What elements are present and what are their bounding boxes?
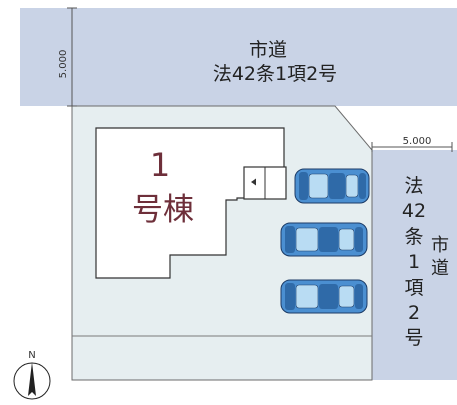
right-road-label-char-1: 道	[431, 258, 449, 279]
top-road-width-label: 5.000	[58, 50, 69, 79]
right-road-char-4: 項	[404, 277, 423, 299]
car-2	[280, 222, 368, 257]
car-1	[294, 168, 370, 204]
right-road-char-3: 1	[408, 251, 420, 273]
right-road-char-2: 条	[404, 226, 423, 248]
right-road-label-char-0: 市	[431, 235, 449, 256]
top-road-label-1: 市道	[249, 39, 287, 61]
right-road-char-0: 法	[404, 175, 423, 197]
north-label: N	[28, 350, 35, 361]
building-number: 1	[150, 146, 170, 184]
top-road-label-2: 法42条1項2号	[213, 63, 337, 85]
right-road-width-label: 5.000	[403, 136, 432, 147]
car-3	[280, 279, 368, 314]
building-name: 号棟	[132, 192, 194, 228]
right-road-char-6: 号	[404, 327, 423, 349]
north-arrow-icon	[28, 362, 36, 396]
right-road	[372, 150, 457, 380]
entrance-arrow-icon	[251, 178, 256, 186]
top-road	[20, 8, 457, 106]
right-road-char-1: 42	[402, 200, 426, 222]
right-road-char-5: 2	[408, 302, 420, 324]
